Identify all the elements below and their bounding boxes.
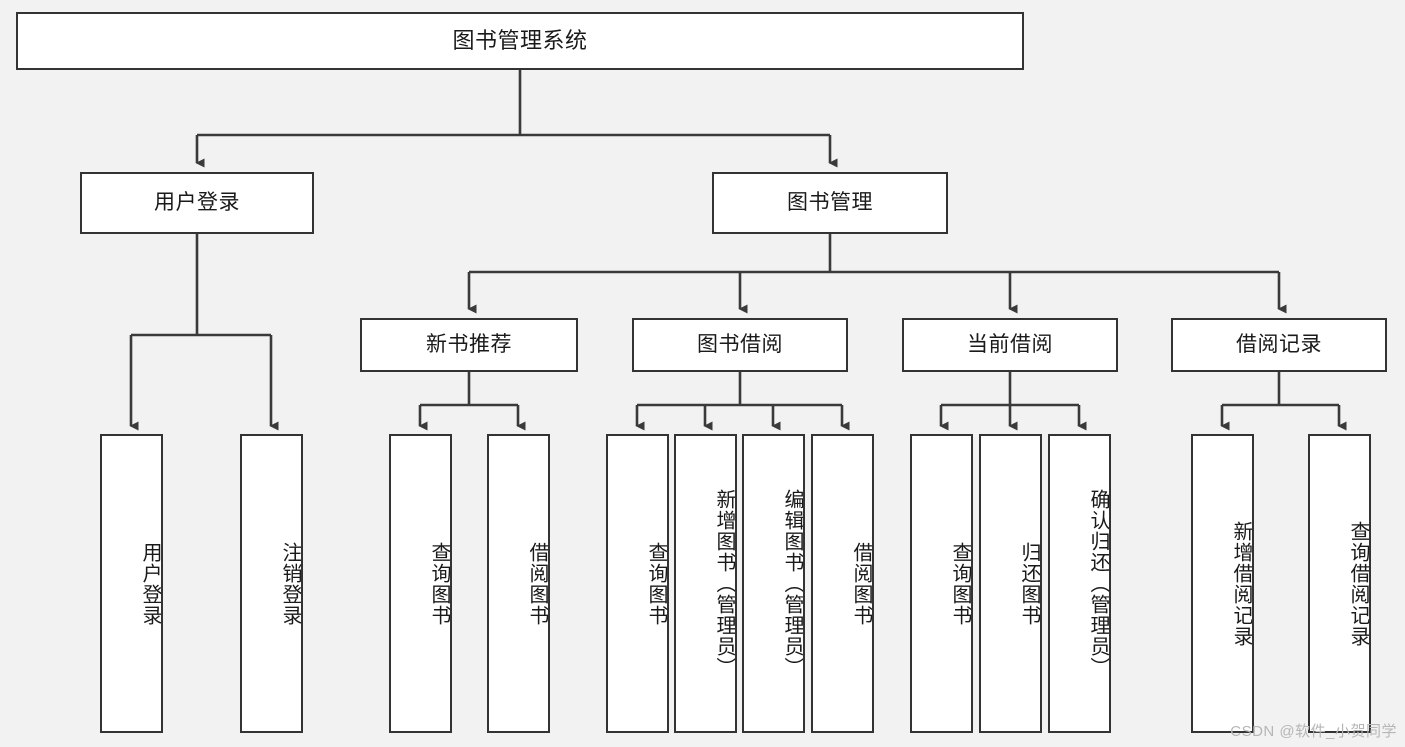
leaf-label: 编辑图书（管理员） — [781, 489, 803, 678]
node-root-system[interactable]: 图书管理系统 — [16, 12, 1024, 70]
node-user-login-label: 用户登录 — [154, 191, 240, 215]
node-borrow-record[interactable]: 借阅记录 — [1171, 318, 1387, 372]
leaf-label: 用户登录 — [139, 541, 161, 626]
leaf-borrow-borrow-book[interactable]: 借阅图书 — [811, 434, 874, 733]
node-borrow-record-label: 借阅记录 — [1236, 333, 1322, 357]
leaf-current-return-book[interactable]: 归还图书 — [979, 434, 1042, 733]
leaf-current-confirm-return-admin[interactable]: 确认归还（管理员） — [1048, 434, 1111, 733]
leaf-label: 新增图书（管理员） — [713, 489, 735, 678]
leaf-label: 确认归还（管理员） — [1087, 489, 1109, 678]
leaf-current-query-book[interactable]: 查询图书 — [910, 434, 973, 733]
node-book-management-label: 图书管理 — [787, 191, 873, 215]
node-current-borrow[interactable]: 当前借阅 — [902, 318, 1118, 372]
node-new-book-recommend-label: 新书推荐 — [426, 333, 512, 357]
node-book-borrow[interactable]: 图书借阅 — [632, 318, 848, 372]
leaf-label: 借阅图书 — [850, 541, 872, 626]
leaf-label: 查询图书 — [645, 541, 667, 626]
node-book-borrow-label: 图书借阅 — [697, 333, 783, 357]
leaf-label: 注销登录 — [279, 541, 301, 626]
node-current-borrow-label: 当前借阅 — [967, 333, 1053, 357]
leaf-label: 归还图书 — [1018, 541, 1040, 626]
node-new-book-recommend[interactable]: 新书推荐 — [360, 318, 578, 372]
leaf-label: 查询图书 — [428, 541, 450, 626]
leaf-borrow-add-book-admin[interactable]: 新增图书（管理员） — [674, 434, 737, 733]
node-user-login[interactable]: 用户登录 — [80, 172, 314, 234]
node-root-label: 图书管理系统 — [452, 27, 588, 53]
leaf-label: 借阅图书 — [526, 541, 548, 626]
leaf-label: 查询借阅记录 — [1347, 520, 1369, 647]
leaf-borrow-edit-book-admin[interactable]: 编辑图书（管理员） — [742, 434, 805, 733]
leaf-record-add-record[interactable]: 新增借阅记录 — [1191, 434, 1254, 733]
leaf-borrow-query-book[interactable]: 查询图书 — [606, 434, 669, 733]
leaf-record-query-record[interactable]: 查询借阅记录 — [1308, 434, 1371, 733]
node-book-management[interactable]: 图书管理 — [712, 172, 948, 234]
leaf-label: 新增借阅记录 — [1230, 520, 1252, 647]
leaf-user-login-logout[interactable]: 注销登录 — [240, 434, 303, 733]
leaf-recommend-borrow-book[interactable]: 借阅图书 — [487, 434, 550, 733]
leaf-recommend-query-book[interactable]: 查询图书 — [389, 434, 452, 733]
leaf-user-login-login[interactable]: 用户登录 — [100, 434, 163, 733]
leaf-label: 查询图书 — [949, 541, 971, 626]
